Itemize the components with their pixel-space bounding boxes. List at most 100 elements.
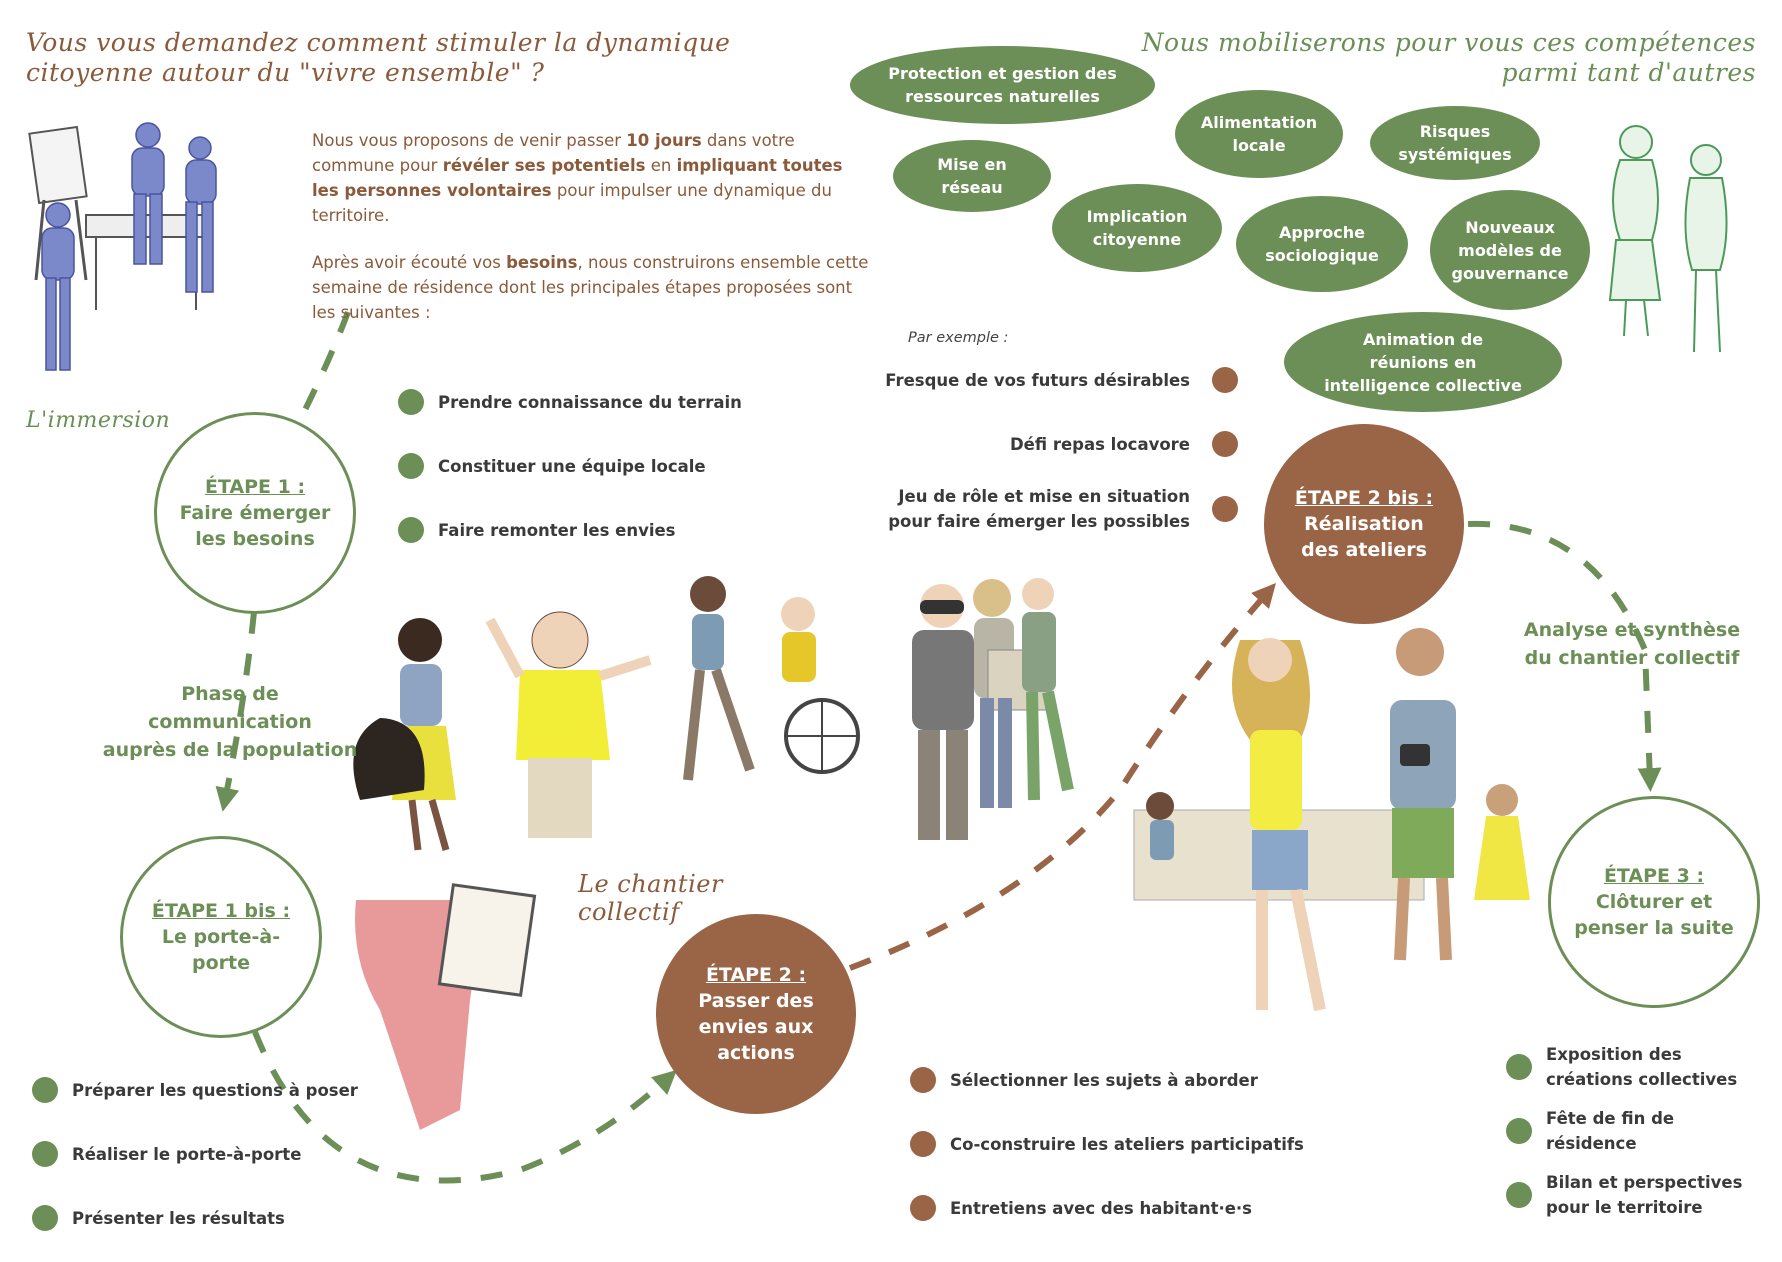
stage1bis-item: Présenter les résultats <box>32 1205 285 1231</box>
stage-number: ÉTAPE 1 : <box>204 476 306 498</box>
stage-title-line: envies aux <box>698 1016 814 1038</box>
stage-1bis-circle: ÉTAPE 1 bis : Le porte-à- porte <box>120 836 322 1038</box>
stage-2bis-circle: ÉTAPE 2 bis : Réalisation des ateliers <box>1264 424 1464 624</box>
intro-text-run: dans votre commune pour <box>312 131 795 175</box>
transition-line: Analyse et synthèse <box>1523 619 1741 641</box>
skill-bubble: Nouveaux modèles de gouvernance <box>1430 190 1590 310</box>
intro-paragraph-2: Après avoir écouté vos besoins, nous con… <box>312 250 872 325</box>
item-line: résidence <box>1546 1134 1637 1153</box>
bullet-dot <box>1506 1118 1532 1144</box>
bullet-dot <box>910 1131 936 1157</box>
item-label: Entretiens avec des habitant·e·s <box>950 1198 1253 1218</box>
skill-label: Approche sociologique <box>1265 223 1379 265</box>
skill-bubble: Mise en réseau <box>893 140 1051 212</box>
bullet-dot <box>910 1195 936 1221</box>
chantier-label: Le chantier collectif <box>578 870 723 926</box>
stage2-item: Sélectionner les sujets à aborder <box>910 1067 1258 1093</box>
immersion-label: L'immersion <box>26 408 171 433</box>
skill-label: Animation de réunions en intelligence co… <box>1324 329 1522 395</box>
stage-title-line: des ateliers <box>1301 539 1427 561</box>
stage-title-line: actions <box>717 1042 795 1064</box>
skills-title-line: Nous mobiliserons pour vous ces compéten… <box>1141 28 1756 57</box>
intro-text-run: en <box>645 156 677 175</box>
stage-1-circle: ÉTAPE 1 : Faire émerger les besoins <box>154 412 356 614</box>
headline-line: Vous vous demandez comment stimuler la d… <box>26 28 731 57</box>
example-line: Jeu de rôle et mise en situation <box>898 487 1190 506</box>
bullet-dot <box>398 389 424 415</box>
connector-stage1-to-stage1bis <box>215 611 257 812</box>
skill-bubble: Protection et gestion des ressources nat… <box>850 46 1155 124</box>
item-line: pour le territoire <box>1546 1198 1703 1217</box>
item-line: Exposition des <box>1546 1045 1682 1064</box>
example-line: Défi repas locavore <box>1009 434 1190 454</box>
skill-label: Implication citoyenne <box>1086 207 1188 249</box>
stage3-item: Exposition des créations collectives <box>1506 1042 1737 1092</box>
bullet-dot <box>1506 1182 1532 1208</box>
connector-stage2-to-stage2bis <box>848 583 1276 971</box>
intro-emphasis: révéler ses potentiels <box>442 156 646 175</box>
transition-line: auprès de la population <box>102 739 358 761</box>
headline-line: citoyenne autour du "vivre ensemble" ? <box>26 58 545 87</box>
bullet-dot <box>1212 496 1238 522</box>
bullet-dot <box>1212 367 1238 393</box>
transition-line: Phase de communication <box>148 683 312 733</box>
bullet-dot <box>398 517 424 543</box>
skill-label: Nouveaux modèles de gouvernance <box>1451 217 1569 283</box>
bullet-dot <box>398 453 424 479</box>
stage1bis-item: Réaliser le porte-à-porte <box>32 1141 301 1167</box>
item-label: Faire remonter les envies <box>438 520 676 540</box>
stage-title-line: Passer des <box>698 990 814 1012</box>
item-line: créations collectives <box>1546 1070 1738 1089</box>
skill-bubble: Implication citoyenne <box>1052 184 1222 272</box>
bullet-dot <box>1506 1054 1532 1080</box>
stage-title-line: porte <box>192 952 250 974</box>
connector-stage1bis-to-stage2 <box>252 1030 677 1184</box>
stage2-item: Entretiens avec des habitant·e·s <box>910 1195 1252 1221</box>
stage-title-line: Réalisation <box>1304 513 1424 535</box>
intro-text-run: Nous vous proposons de venir passer <box>312 131 627 150</box>
workshop-example: Fresque de vos futurs désirables <box>885 367 1238 393</box>
item-label: Réaliser le porte-à-porte <box>72 1144 302 1164</box>
chantier-label-line: collectif <box>578 898 680 926</box>
item-label: Co-construire les ateliers participatifs <box>950 1134 1304 1154</box>
stage-title-line: Faire émerger <box>179 502 331 524</box>
example-label: Jeu de rôle et mise en situation pour fai… <box>888 484 1190 534</box>
bullet-dot <box>32 1077 58 1103</box>
intro-paragraph-1: Nous vous proposons de venir passer 10 j… <box>312 128 872 228</box>
skills-title: Nous mobiliserons pour vous ces compéten… <box>1142 28 1756 88</box>
stage-number: ÉTAPE 3 : <box>1603 865 1705 887</box>
item-label: Fête de fin de résidence <box>1546 1106 1674 1156</box>
item-label: Exposition des créations collectives <box>1546 1042 1737 1092</box>
intro-text-run: Après avoir écouté vos <box>312 253 507 272</box>
stage-title-line: Le porte-à- <box>161 926 281 948</box>
stage-number: ÉTAPE 1 bis : <box>151 900 291 922</box>
intro-emphasis: impliquant toutes les personnes volontai… <box>312 156 843 200</box>
stage-title-line: penser la suite <box>1574 917 1734 939</box>
workshop-example: Jeu de rôle et mise en situation pour fai… <box>888 484 1238 534</box>
item-line: Fête de fin de <box>1546 1109 1675 1128</box>
intro-emphasis: besoins <box>506 253 578 272</box>
intro-emphasis: 10 jours <box>626 131 702 150</box>
par-exemple-label: Par exemple : <box>908 330 1009 346</box>
bullet-dot <box>1212 431 1238 457</box>
connector-stage2bis-to-stage3 <box>1467 520 1662 792</box>
analyse-synthese-label: Analyse et synthèse du chantier collecti… <box>1512 616 1752 672</box>
bullet-dot <box>910 1067 936 1093</box>
stage-number: ÉTAPE 2 : <box>705 964 807 986</box>
item-label: Constituer une équipe locale <box>438 456 706 476</box>
example-line: pour faire émerger les possibles <box>888 512 1190 531</box>
stage1bis-item: Préparer les questions à poser <box>32 1077 358 1103</box>
skill-label: Protection et gestion des ressources nat… <box>888 64 1117 106</box>
item-label: Sélectionner les sujets à aborder <box>950 1070 1258 1090</box>
intro-text-run: , nous construirons ensemble cette semai… <box>312 253 869 322</box>
example-label: Défi repas locavore <box>1010 432 1190 457</box>
bullet-dot <box>32 1141 58 1167</box>
item-label: Préparer les questions à poser <box>72 1080 358 1100</box>
stage-2-circle: ÉTAPE 2 : Passer des envies aux actions <box>656 914 856 1114</box>
intro-text-run: pour impulser une dynamique du territoir… <box>312 181 832 225</box>
skill-bubble: Risques systémiques <box>1370 106 1540 180</box>
skill-bubble: Approche sociologique <box>1236 196 1408 292</box>
